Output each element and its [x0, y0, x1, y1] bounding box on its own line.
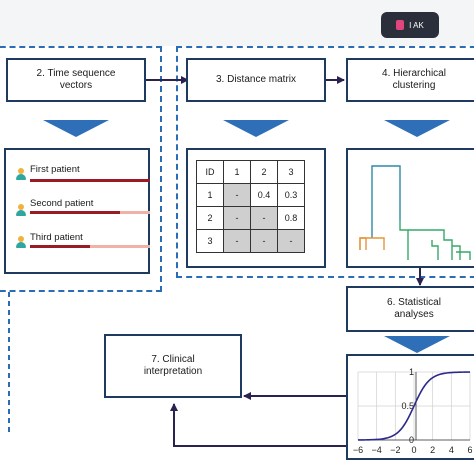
y-tick-label: 1: [409, 367, 414, 377]
matrix-row: 3 - - -: [196, 229, 305, 253]
sigmoid-curve: [357, 371, 471, 441]
step-6-box: 6. Statistical analyses: [346, 286, 474, 332]
matrix-cell: -: [250, 206, 278, 230]
step-2-box: 2. Time sequence vectors: [6, 58, 146, 102]
logo-icon: [396, 20, 405, 30]
dendrogram: [359, 165, 471, 260]
dendrogram-link-left: [359, 237, 385, 250]
matrix-cell: -: [223, 183, 251, 207]
y-tick-label: 0.5: [401, 401, 414, 411]
matrix-cell: -: [250, 229, 278, 253]
dendrogram-link-green-d: [452, 245, 461, 260]
x-tick-label: 4: [449, 445, 454, 455]
step-7-label: 7. Clinical interpretation: [143, 354, 203, 377]
patient-name: Second patient: [30, 198, 94, 209]
dendrogram-link-top: [371, 165, 401, 238]
step-4-label: 4. Hierarchical clustering: [382, 68, 446, 91]
step-7-box: 7. Clinical interpretation: [104, 334, 242, 398]
matrix-header-cell: 3: [277, 160, 305, 184]
x-tick-label: −4: [372, 445, 382, 455]
matrix-cell: -: [277, 229, 305, 253]
dashed-group-right: [176, 46, 474, 278]
x-tick-label: −6: [353, 445, 363, 455]
sequence-bar-fill: [30, 211, 120, 214]
matrix-row: 1 - 0.4 0.3: [196, 183, 305, 207]
distance-matrix-table: ID 1 2 3 1 - 0.4 0.3 2 - - 0.8 3 - - -: [196, 160, 305, 253]
person-icon: [16, 204, 26, 216]
step-3-label: 3. Distance matrix: [215, 74, 297, 85]
matrix-header-cell: ID: [196, 160, 224, 184]
matrix-row-id: 3: [196, 229, 224, 253]
sequence-bar-fill: [30, 245, 90, 248]
dendrogram-link-main: [359, 237, 367, 250]
matrix-header-row: ID 1 2 3: [196, 160, 305, 184]
x-tick-label: 2: [430, 445, 435, 455]
matrix-cell: 0.8: [277, 206, 305, 230]
patient-name: Third patient: [30, 232, 83, 243]
person-icon: [16, 236, 26, 248]
down-triangle-2: [43, 120, 109, 137]
distance-matrix-panel: ID 1 2 3 1 - 0.4 0.3 2 - - 0.8 3 - - -: [186, 148, 326, 268]
dendrogram-link-green-e: [456, 251, 471, 260]
down-triangle-6: [384, 336, 450, 353]
matrix-row-id: 2: [196, 206, 224, 230]
patient-name: First patient: [30, 164, 80, 175]
x-tick-label: 0: [411, 445, 416, 455]
down-triangle-3: [223, 120, 289, 137]
matrix-cell: 0.4: [250, 183, 278, 207]
step-6-label: 6. Statistical analyses: [387, 297, 441, 320]
step-3-box: 3. Distance matrix: [186, 58, 326, 102]
step-4-box: 4. Hierarchical clustering: [346, 58, 474, 102]
step-2-label: 2. Time sequence vectors: [36, 68, 116, 91]
down-triangle-4: [384, 120, 450, 137]
sequence-bar-track: [30, 245, 150, 248]
dendrogram-link-green-c: [431, 240, 439, 260]
dendrogram-link-green-b: [408, 229, 453, 260]
sequence-bar-fill: [30, 179, 150, 182]
dendrogram-panel: [346, 148, 474, 268]
x-tick-label: 6: [467, 445, 472, 455]
matrix-cell: 0.3: [277, 183, 305, 207]
logo-text: I AK: [409, 20, 424, 30]
matrix-header-cell: 1: [223, 160, 251, 184]
dendrogram-link-green-a: [399, 220, 409, 260]
matrix-row: 2 - - 0.8: [196, 206, 305, 230]
x-tick-label: −2: [390, 445, 400, 455]
matrix-header-cell: 2: [250, 160, 278, 184]
matrix-row-id: 1: [196, 183, 224, 207]
matrix-cell: -: [223, 206, 251, 230]
matrix-cell: -: [223, 229, 251, 253]
person-icon: [16, 168, 26, 180]
dashed-group-left: [0, 46, 162, 292]
logo-badge: I AK: [381, 12, 439, 38]
arrow-return-to-7: [170, 403, 346, 447]
patients-panel: First patient Second patient Third patie…: [4, 148, 150, 274]
